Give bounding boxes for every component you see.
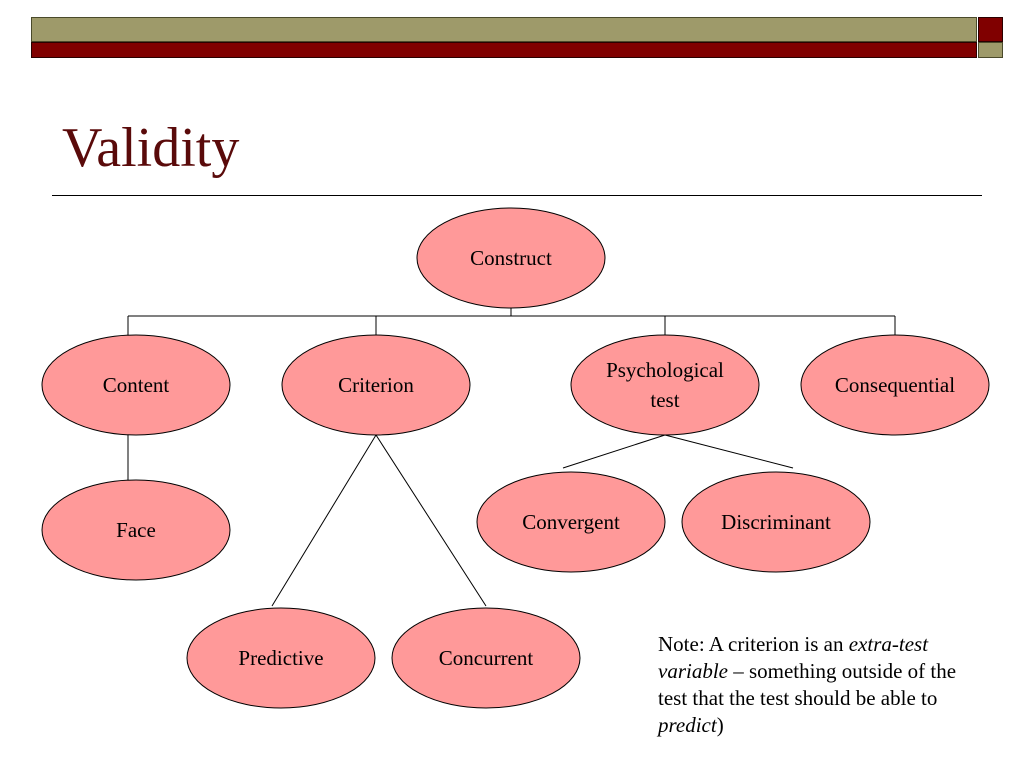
node-consequential-ellipse: [800, 334, 990, 436]
note-part-1: Note: A criterion is an: [658, 632, 849, 656]
node-discriminant-label: Discriminant: [721, 510, 831, 534]
node-convergent-label: Convergent: [522, 510, 620, 534]
node-concurrent-label: Concurrent: [439, 646, 534, 670]
node-convergent-ellipse: [476, 471, 666, 573]
node-criterion-label: Criterion: [338, 373, 414, 397]
node-face: Face: [41, 479, 231, 581]
node-construct: Construct: [416, 207, 606, 309]
node-content-ellipse: [41, 334, 231, 436]
node-psychological-label: Psychological: [606, 358, 724, 382]
node-construct-ellipse: [416, 207, 606, 309]
slide-title: Validity: [62, 117, 240, 179]
node-discriminant: Discriminant: [681, 471, 871, 573]
note-italic-predict: predict: [658, 713, 717, 737]
node-content-label: Content: [103, 373, 170, 397]
note-part-2: – something outside of the test that the…: [658, 659, 957, 710]
node-consequential: Consequential: [800, 334, 990, 436]
node-face-ellipse: [41, 479, 231, 581]
header-olive-square: [978, 42, 1003, 58]
connector-psych-convergent: [562, 434, 666, 469]
node-predictive-label: Predictive: [238, 646, 323, 670]
connector-criterion-concurrent: [375, 434, 487, 607]
node-face-label: Face: [116, 518, 156, 542]
node-consequential-label: Consequential: [835, 373, 955, 397]
node-predictive: Predictive: [186, 607, 376, 709]
header-olive-bar: [31, 17, 977, 42]
connectors: [127, 308, 896, 607]
node-psychological: Psychological test: [570, 334, 760, 436]
node-criterion-ellipse: [281, 334, 471, 436]
node-discriminant-ellipse: [681, 471, 871, 573]
node-concurrent-ellipse: [391, 607, 581, 709]
node-content: Content: [41, 334, 231, 436]
note-italic-extra-test-variable: extra-test variable: [658, 632, 929, 683]
header-red-square: [978, 17, 1003, 42]
node-predictive-ellipse: [186, 607, 376, 709]
node-construct-label: Construct: [470, 246, 552, 270]
note-part-3: ): [716, 713, 724, 737]
node-concurrent: Concurrent: [391, 607, 581, 709]
node-psychological-label: test: [650, 388, 679, 412]
node-criterion: Criterion: [281, 334, 471, 436]
node-psychological-ellipse: [570, 334, 760, 436]
header-red-bar: [31, 42, 977, 58]
connector-criterion-predictive: [271, 434, 377, 607]
node-convergent: Convergent: [476, 471, 666, 573]
title-divider: [52, 195, 982, 196]
connector-psych-discriminant: [664, 434, 794, 469]
note-text: Note: A criterion is an extra-test varia…: [658, 631, 978, 739]
